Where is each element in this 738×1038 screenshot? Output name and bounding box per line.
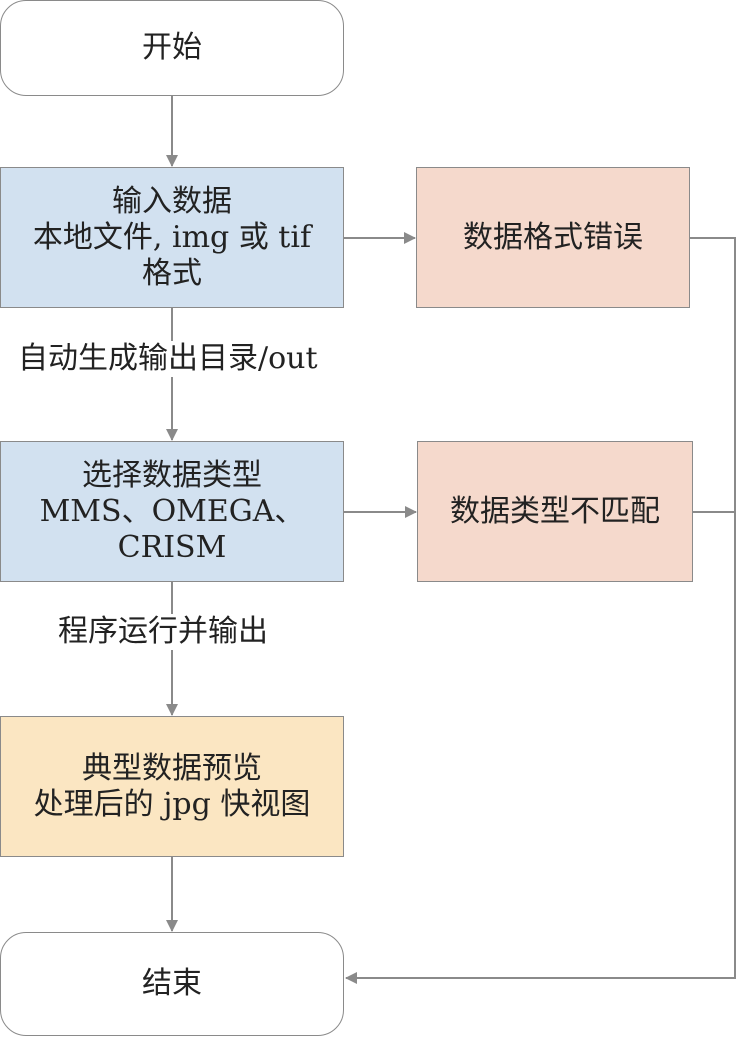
edge-label-auto-output-dir: 自动生成输出目录/out bbox=[18, 341, 318, 377]
preview-node: 典型数据预览 处理后的 jpg 快视图 bbox=[0, 716, 344, 857]
format-error-label: 数据格式错误 bbox=[463, 219, 643, 255]
select-data-type-title: 选择数据类型 bbox=[82, 457, 262, 493]
end-node: 结束 bbox=[0, 932, 344, 1036]
end-label: 结束 bbox=[142, 966, 202, 1001]
input-data-detail: 本地文件, img 或 tif bbox=[32, 219, 312, 255]
edge-label-run-and-output: 程序运行并输出 bbox=[58, 614, 268, 650]
preview-title: 典型数据预览 bbox=[82, 750, 262, 786]
input-data-title: 输入数据 bbox=[112, 183, 232, 219]
select-data-type-options-cont: CRISM bbox=[117, 529, 227, 565]
start-node: 开始 bbox=[0, 0, 344, 96]
format-error-node: 数据格式错误 bbox=[416, 167, 690, 308]
input-data-detail-cont: 格式 bbox=[142, 255, 202, 291]
type-mismatch-node: 数据类型不匹配 bbox=[417, 441, 693, 582]
preview-detail: 处理后的 jpg 快视图 bbox=[33, 786, 311, 822]
select-data-type-node: 选择数据类型 MMS、OMEGA、 CRISM bbox=[0, 441, 344, 582]
type-mismatch-label: 数据类型不匹配 bbox=[450, 493, 660, 529]
input-data-node: 输入数据 本地文件, img 或 tif 格式 bbox=[0, 167, 344, 308]
start-label: 开始 bbox=[142, 30, 202, 65]
arrow-format-error-to-end bbox=[345, 237, 736, 984]
select-data-type-options: MMS、OMEGA、 bbox=[39, 493, 305, 529]
